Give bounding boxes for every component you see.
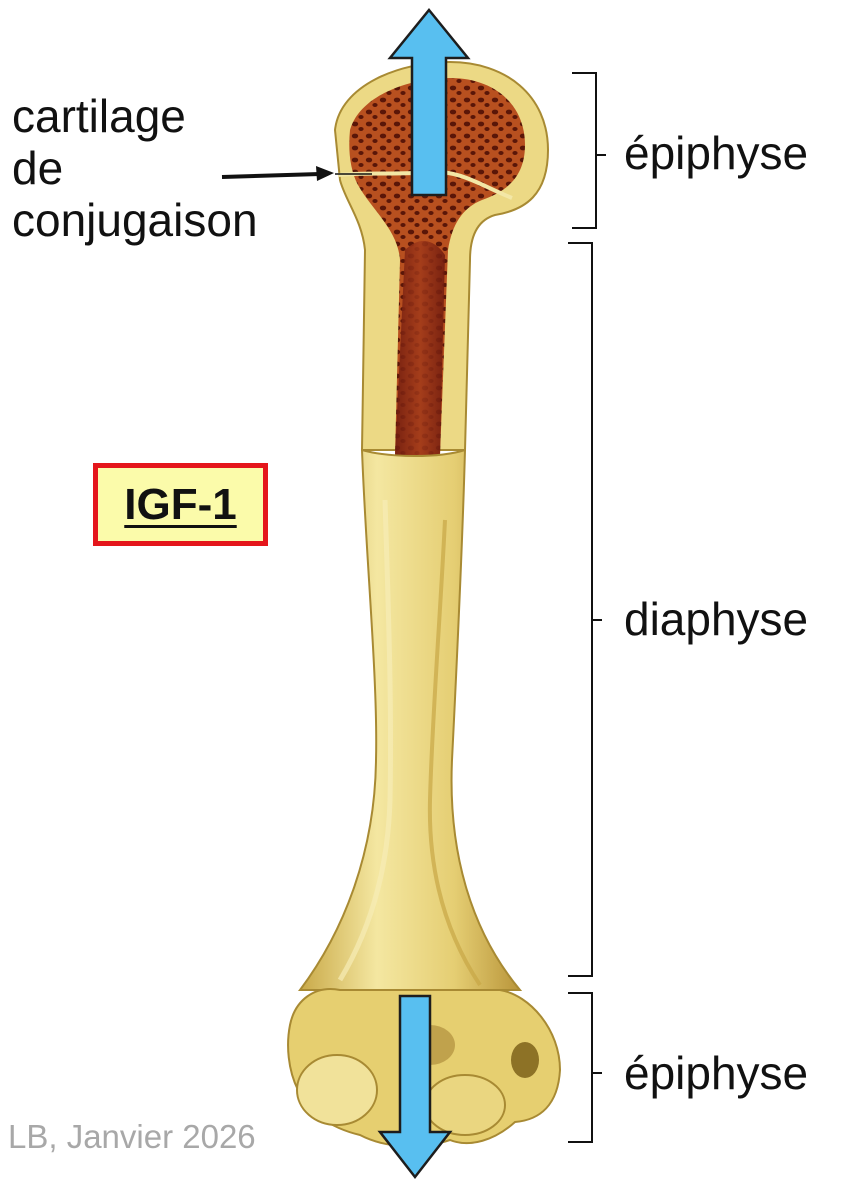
epiphyse-bottom-label: épiphyse: [624, 1050, 808, 1096]
credit-text: LB, Janvier 2026: [8, 1118, 256, 1156]
cartilage-label-line2: de: [12, 142, 312, 194]
diaphysis-shaft: [300, 450, 520, 990]
bracket-diaphyse: [568, 243, 602, 976]
diaphyse-label: diaphyse: [624, 596, 808, 642]
cartilage-label-line1: cartilage: [12, 90, 312, 142]
humerus-bone: [288, 62, 560, 1146]
cartilage-label-line3: conjugaison: [12, 194, 312, 246]
cartilage-label: cartilage de conjugaison: [12, 90, 312, 246]
trochlea: [425, 1075, 505, 1135]
igf-label: IGF-1: [124, 480, 236, 530]
capitulum: [297, 1055, 377, 1125]
epicondyle-fossa: [511, 1042, 539, 1078]
bracket-epiphyse-top: [572, 73, 606, 228]
bracket-epiphyse-bottom: [568, 993, 602, 1142]
epiphyse-top-label: épiphyse: [624, 130, 808, 176]
igf-hormone-box: IGF-1: [93, 463, 268, 546]
